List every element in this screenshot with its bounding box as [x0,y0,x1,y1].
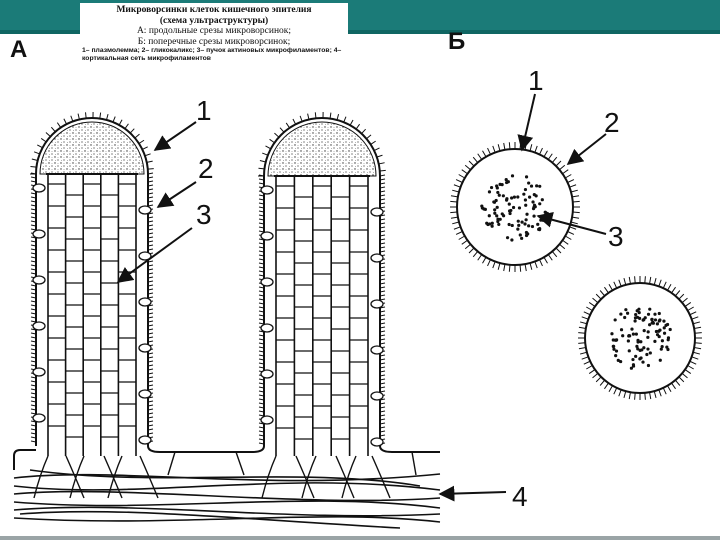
network-filament-2 [14,492,440,501]
rootlet-11 [372,456,390,498]
callout-b-2: 2 [568,107,620,164]
callout-a-1-label: 1 [196,95,212,126]
actin-bundle [46,174,138,456]
dense-cap [268,122,376,176]
dense-cap [40,122,144,174]
longitudinal-microvilli [14,112,440,470]
callout-a-3-label: 3 [196,199,212,230]
lateral-links [33,184,151,444]
actin-bundle [274,176,370,456]
callout-a-3: 3 [118,199,212,282]
microvillus-1 [30,112,154,456]
callout-b-1-label: 1 [528,65,544,96]
callout-b-3-label: 3 [608,221,624,252]
callout-a-4-label: 4 [512,481,528,512]
callout-a-1: 1 [155,95,212,150]
plasmalemma-ring [585,283,695,393]
callout-b-2-label: 2 [604,107,620,138]
cross-section-1 [450,142,580,272]
microvillus-2 [258,112,386,456]
lateral-links [261,186,383,446]
rootlet-10 [342,456,356,498]
cross-sections [450,142,702,400]
cross-section-2 [578,276,702,400]
cortical-filament-network [14,452,440,528]
page-bottom-edge [0,536,720,540]
membrane-trough [148,446,264,452]
rootlet-9 [336,456,354,498]
callout-a-4: 4 [440,481,528,512]
callout-b-1: 1 [522,65,544,150]
callout-a-2-label: 2 [198,153,214,184]
